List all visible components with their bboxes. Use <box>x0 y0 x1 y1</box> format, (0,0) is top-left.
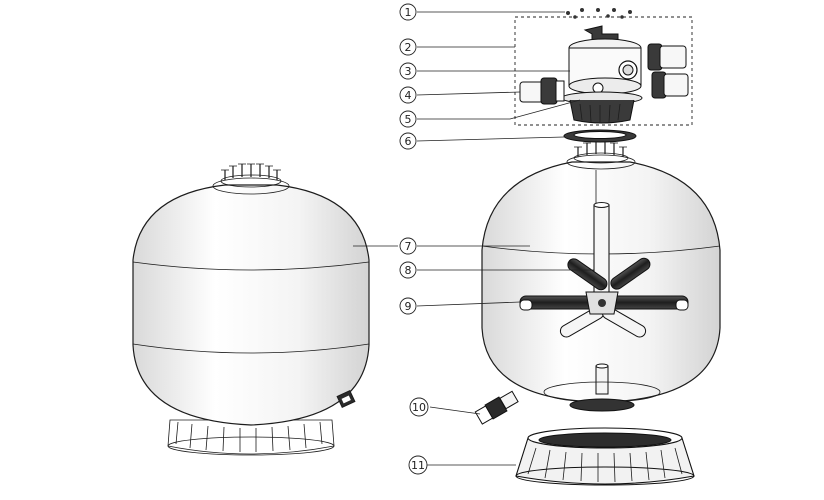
exploded-base-stand <box>515 427 695 486</box>
exploded-tank-neck <box>566 140 636 170</box>
tank-bottom-outlet <box>543 363 661 412</box>
callout-10-label: 10 <box>412 401 426 414</box>
center-standpipe <box>593 170 610 296</box>
callout-5-label: 5 <box>405 113 412 126</box>
callout-4: 4 <box>399 86 417 104</box>
drain-valve-part <box>474 390 519 425</box>
callout-11: 11 <box>408 455 428 475</box>
pipe-union-upper-right <box>647 43 687 71</box>
callout-9: 9 <box>399 297 417 315</box>
callout-3-label: 3 <box>405 65 412 78</box>
valve-base-diffuser <box>561 91 643 124</box>
valve-screws <box>566 8 632 19</box>
callout-5: 5 <box>399 110 417 128</box>
callout-4-label: 4 <box>405 89 412 102</box>
assembled-drain-valve <box>336 389 356 409</box>
callout-8: 8 <box>399 261 417 279</box>
exploded-filter-tank <box>481 140 721 412</box>
callout-1-label: 1 <box>405 6 412 19</box>
leader-lines <box>353 11 594 466</box>
callout-3: 3 <box>399 62 417 80</box>
assembled-tank-neck <box>212 163 290 195</box>
callout-6: 6 <box>399 132 417 150</box>
valve-head <box>568 25 642 95</box>
valve-o-ring-gasket <box>563 129 637 143</box>
callout-2-label: 2 <box>405 41 412 54</box>
assembled-base-stand <box>167 419 335 456</box>
callout-10: 10 <box>409 397 429 417</box>
callout-6-label: 6 <box>405 135 412 148</box>
callout-1: 1 <box>399 3 417 21</box>
callout-numbers: 1 2 3 4 5 6 7 8 <box>399 3 429 475</box>
callout-11-label: 11 <box>411 459 425 472</box>
assembled-tank-body <box>132 184 370 426</box>
callout-7: 7 <box>399 237 417 255</box>
pipe-union-left <box>519 77 565 105</box>
pipe-union-lower-right <box>651 71 689 99</box>
lateral-assembly <box>519 257 689 338</box>
callout-7-label: 7 <box>405 240 412 253</box>
callout-9-label: 9 <box>405 300 412 313</box>
assembled-filter-tank <box>132 163 370 456</box>
callout-8-label: 8 <box>405 264 412 277</box>
multiport-valve-assembly <box>514 8 693 126</box>
callout-2: 2 <box>399 38 417 56</box>
